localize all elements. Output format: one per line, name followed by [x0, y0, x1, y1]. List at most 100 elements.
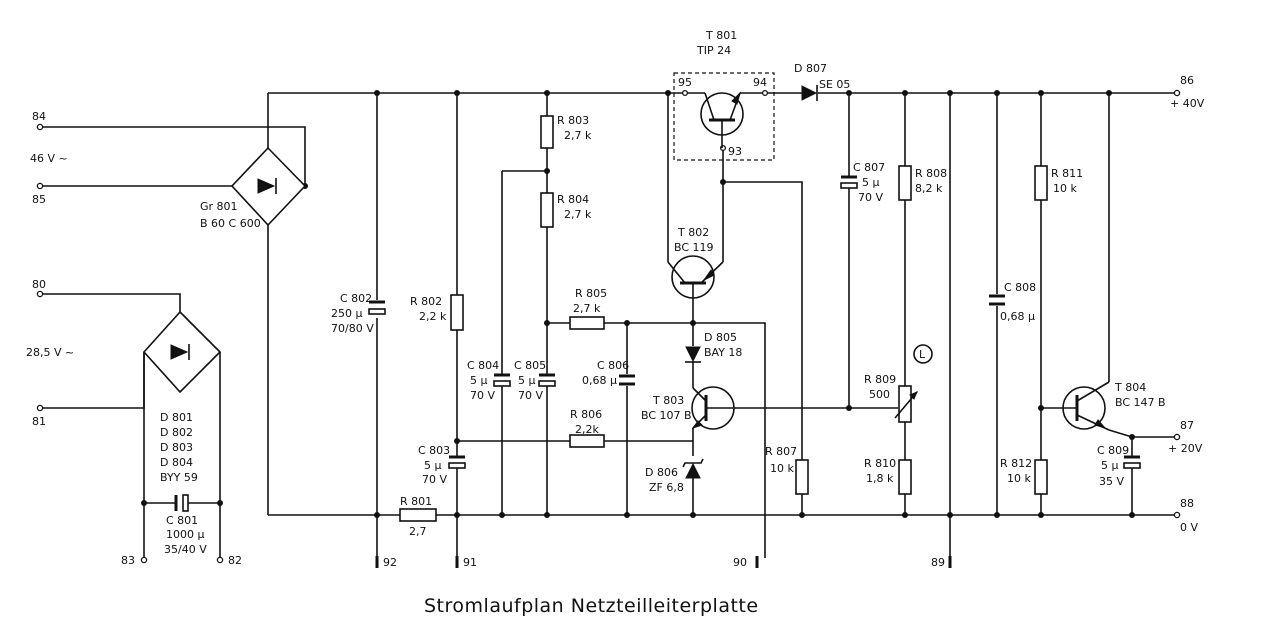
r808-value: 8,2 k — [915, 182, 943, 195]
r802-value: 2,2 k — [419, 310, 447, 323]
t801-pin-93: 93 — [728, 145, 742, 158]
capacitor-c801 — [174, 494, 189, 512]
c807-rating: 70 V — [858, 191, 883, 204]
wiring — [40, 92, 1175, 558]
c805-name: C 805 — [514, 359, 546, 372]
labels: 84 85 46 V ~ 80 81 28,5 V ~ 83 82 92 91 … — [26, 29, 1205, 617]
t804-type: BC 147 B — [1115, 396, 1166, 409]
voltage-28v: 28,5 V ~ — [26, 346, 74, 359]
terminal-81: 81 — [32, 415, 46, 428]
r808-name: R 808 — [915, 167, 947, 180]
c801-rating: 35/40 V — [164, 543, 207, 556]
junction-dots — [141, 90, 1135, 518]
c803-value: 5 µ — [424, 459, 442, 472]
d807-name: D 807 — [794, 62, 827, 75]
c801-name: C 801 — [166, 514, 198, 527]
c804-name: C 804 — [467, 359, 499, 372]
t804-name: T 804 — [1114, 381, 1146, 394]
terminal-85: 85 — [32, 193, 46, 206]
d807-type: SE 05 — [819, 78, 850, 91]
terminal-89: 89 — [931, 556, 945, 569]
r812-value: 10 k — [1007, 472, 1031, 485]
terminal-83: 83 — [121, 554, 135, 567]
resistors — [399, 115, 1048, 522]
d801-line-1: D 801 — [160, 411, 193, 424]
diagram-caption: Stromlaufplan Netzteilleiterplatte — [424, 595, 759, 617]
r801-name: R 801 — [400, 495, 432, 508]
voltage-20v: + 20V — [1168, 442, 1203, 455]
capacitors — [174, 175, 1141, 512]
gr801-value: B 60 C 600 — [200, 217, 261, 230]
capacitor-c802 — [368, 300, 386, 315]
capacitor-c803 — [448, 455, 466, 469]
terminal-80: 80 — [32, 278, 46, 291]
t801-name: T 801 — [705, 29, 737, 42]
bridge-rectifier-gr801 — [230, 146, 307, 227]
capacitor-c807 — [840, 175, 858, 189]
r807-value: 10 k — [770, 462, 794, 475]
t801-pin-95: 95 — [678, 76, 692, 89]
c802-rating: 70/80 V — [331, 322, 374, 335]
r812-name: R 812 — [1000, 457, 1032, 470]
r805-name: R 805 — [575, 287, 607, 300]
capacitor-c809 — [1123, 455, 1141, 469]
voltage-40v: + 40V — [1170, 97, 1205, 110]
r811-value: 10 k — [1053, 182, 1077, 195]
capacitor-c804 — [493, 373, 511, 387]
d805-type: BAY 18 — [704, 346, 742, 359]
t802-name: T 802 — [677, 226, 709, 239]
r803-value: 2,7 k — [564, 129, 592, 142]
c803-rating: 70 V — [422, 473, 447, 486]
resistor-r803 — [540, 115, 554, 149]
r806-value: 2,2k — [575, 423, 599, 436]
terminal-90: 90 — [733, 556, 747, 569]
t801-type: TIP 24 — [696, 44, 731, 57]
t803-type: BC 107 B — [641, 409, 692, 422]
terminal-82: 82 — [228, 554, 242, 567]
c804-rating: 70 V — [470, 389, 495, 402]
terminals — [36, 89, 1181, 568]
terminal-92: 92 — [383, 556, 397, 569]
terminal-91: 91 — [463, 556, 477, 569]
c803-name: C 803 — [418, 444, 450, 457]
resistor-r810 — [898, 459, 912, 495]
voltage-46v: 46 V ~ — [30, 152, 68, 165]
resistor-r808 — [898, 165, 912, 201]
r804-value: 2,7 k — [564, 208, 592, 221]
resistor-r801 — [399, 508, 437, 522]
voltage-0v: 0 V — [1180, 521, 1198, 534]
r809-marker: L — [919, 348, 926, 361]
r806-name: R 806 — [570, 408, 602, 421]
r810-name: R 810 — [864, 457, 896, 470]
c808-name: C 808 — [1004, 281, 1036, 294]
terminal-88: 88 — [1180, 497, 1194, 510]
transistors — [667, 72, 1110, 431]
resistor-r806 — [569, 434, 605, 448]
resistor-r809 — [898, 385, 912, 423]
c809-name: C 809 — [1097, 444, 1129, 457]
d806-type: ZF 6,8 — [649, 481, 684, 494]
d806-name: D 806 — [645, 466, 678, 479]
r805-value: 2,7 k — [573, 302, 601, 315]
r803-name: R 803 — [557, 114, 589, 127]
r807-name: R 807 — [765, 445, 797, 458]
c807-value: 5 µ — [862, 176, 880, 189]
d805-name: D 805 — [704, 331, 737, 344]
resistor-r805 — [569, 316, 605, 330]
gr801-name: Gr 801 — [200, 200, 238, 213]
capacitor-c805 — [538, 373, 556, 387]
c809-value: 5 µ — [1101, 459, 1119, 472]
c806-value: 0,68 µ — [582, 374, 617, 387]
r804-name: R 804 — [557, 193, 589, 206]
c801-value: 1000 µ — [166, 528, 205, 541]
d801-line-3: D 803 — [160, 441, 193, 454]
bridge-rectifier-d801 — [142, 310, 222, 394]
d801-line-5: BYY 59 — [160, 471, 198, 484]
t803-name: T 803 — [652, 394, 684, 407]
d801-line-4: D 804 — [160, 456, 193, 469]
terminal-86: 86 — [1180, 74, 1194, 87]
t802-type: BC 119 — [674, 241, 714, 254]
r809-value: 500 — [869, 388, 890, 401]
r802-name: R 802 — [410, 295, 442, 308]
